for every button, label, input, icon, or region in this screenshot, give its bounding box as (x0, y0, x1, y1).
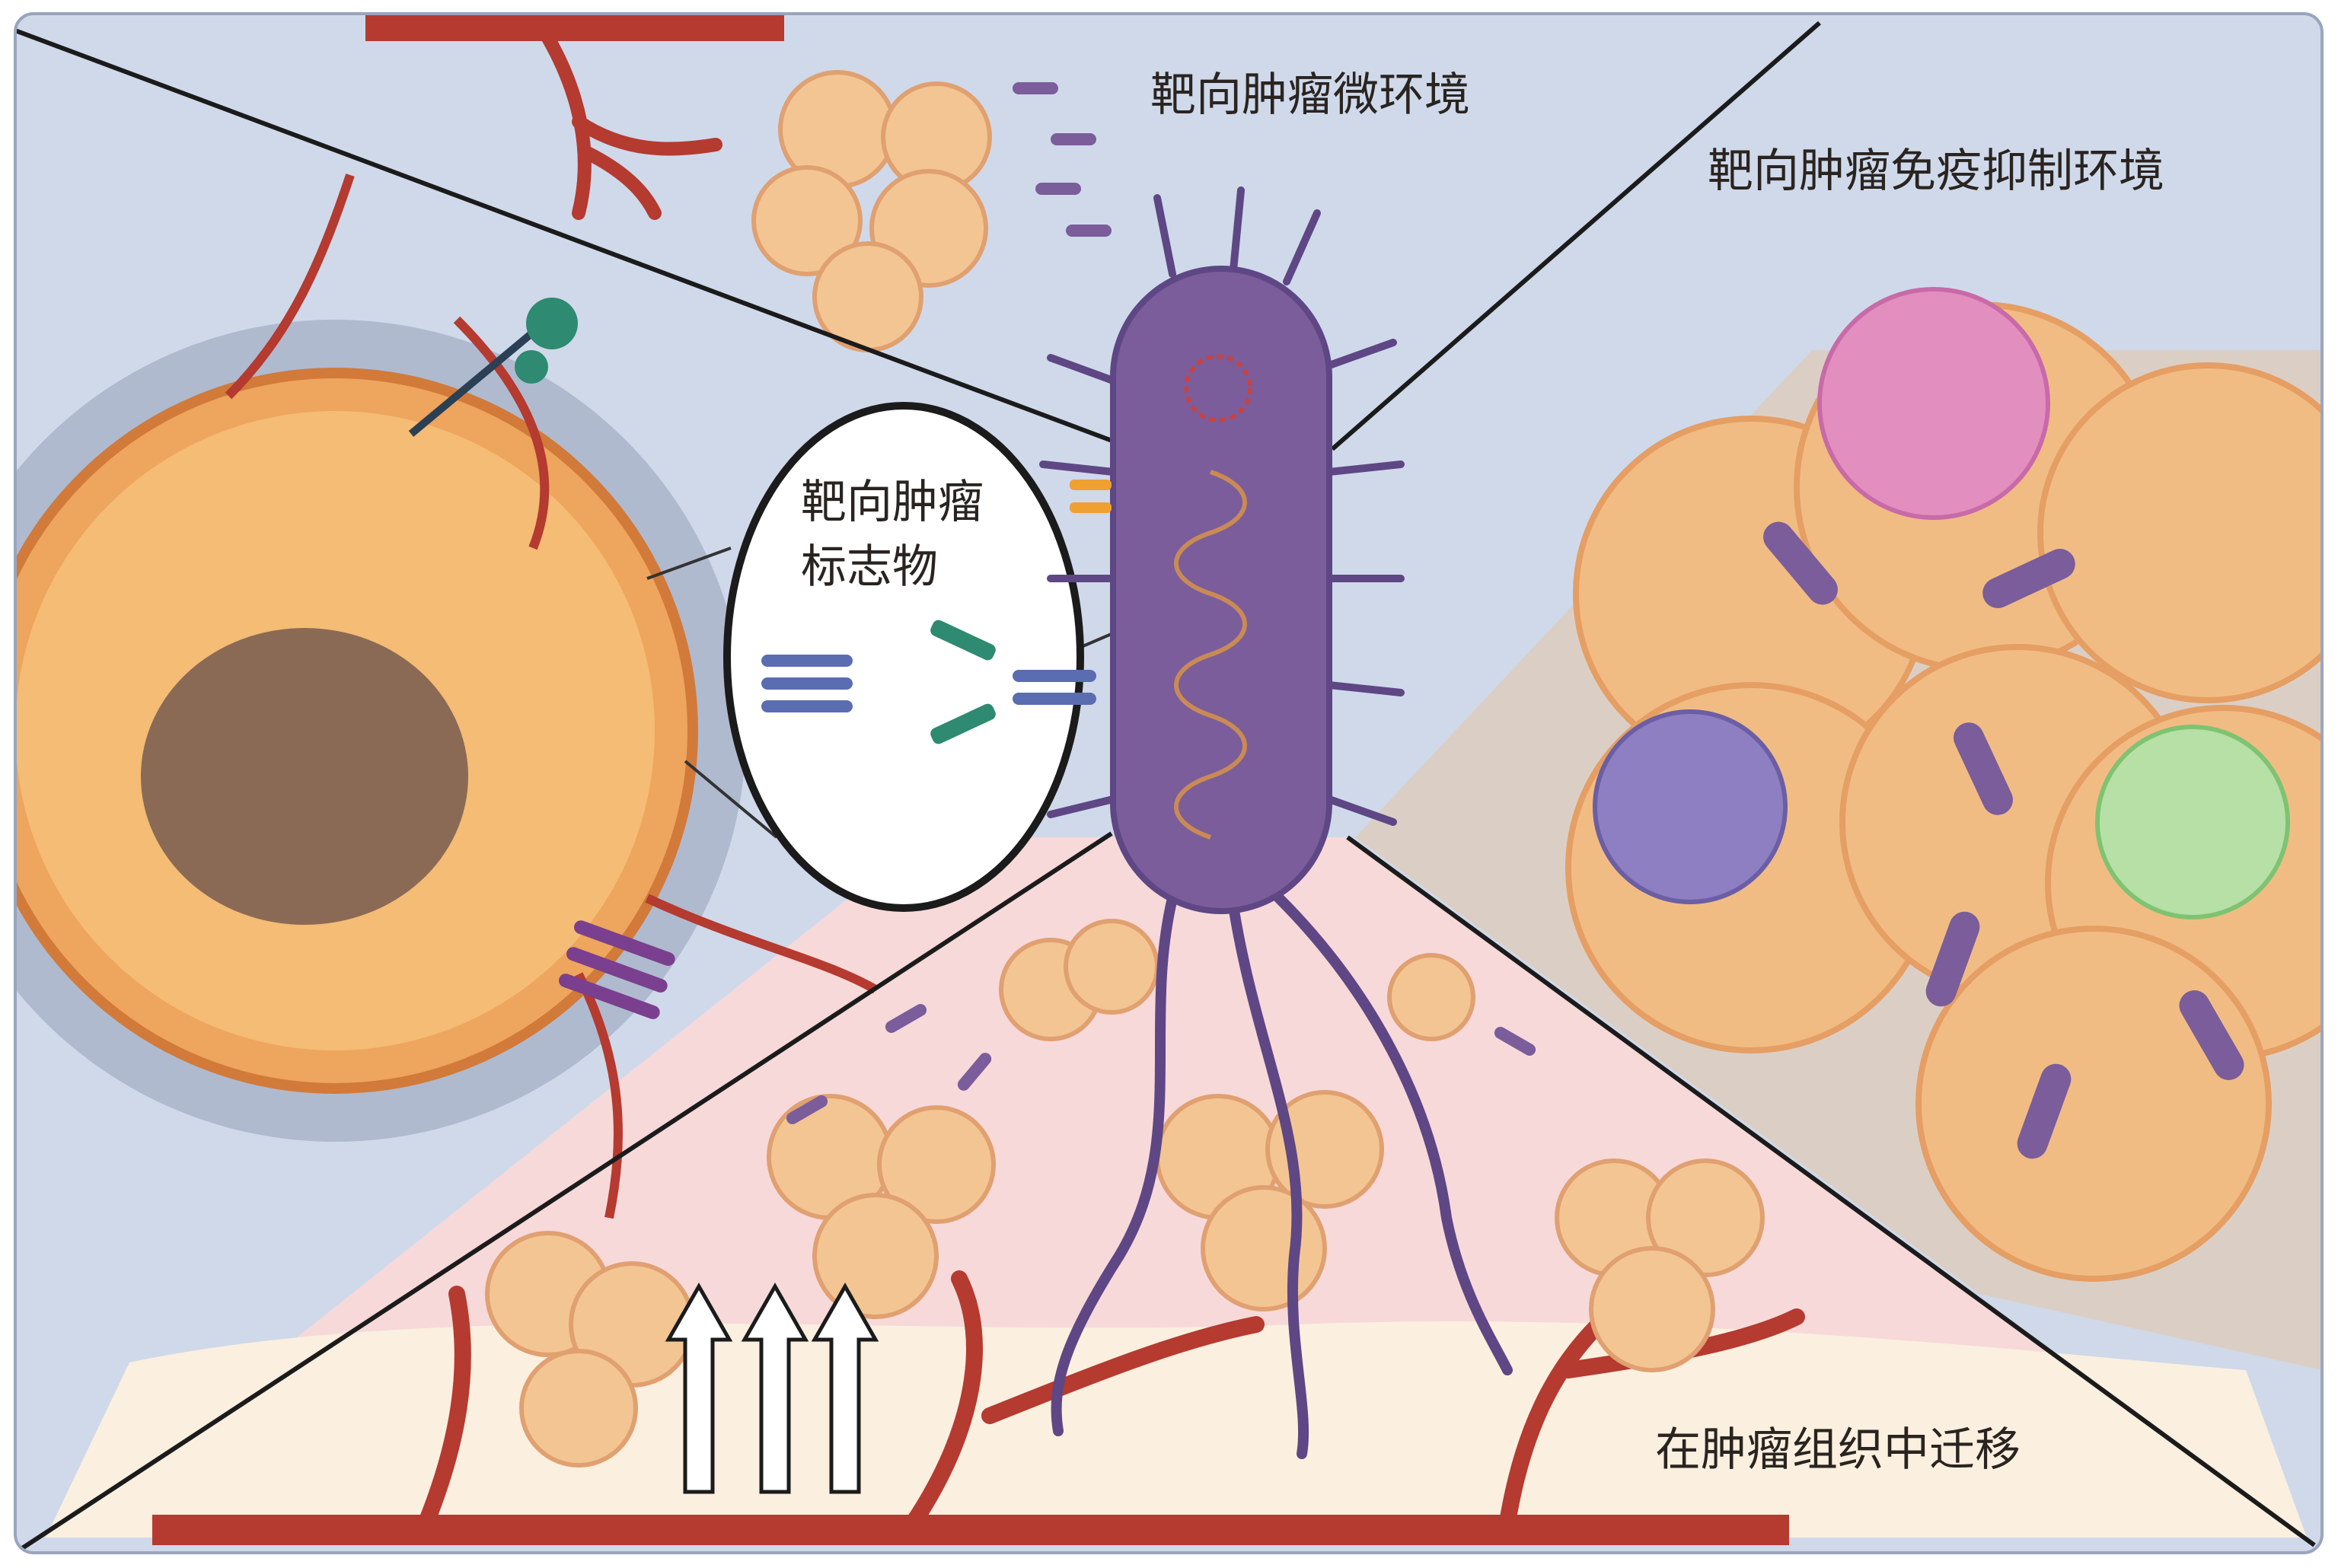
tumor-cell-clusters (485, 70, 1765, 1468)
dna-strand (1174, 470, 1247, 840)
tumor-cell-left (15, 174, 878, 1219)
immunosuppressive-environment (1355, 287, 2322, 1370)
label-migration-in-tumor-tissue: 在肿瘤组织中迁移 (1655, 1423, 2021, 1477)
label-tumor-microenvironment: 靶向肿瘤微环境 (1150, 69, 1470, 122)
blood-vessel-bottom (152, 1515, 1789, 1545)
receptor-antibody (761, 620, 1096, 744)
blood-vessel-top (365, 14, 784, 41)
bacterium (1039, 186, 1513, 1459)
small-bacteria (786, 82, 1536, 1124)
nucleus (141, 628, 468, 925)
frame-border (14, 12, 2324, 1554)
tumor-marker-callout (723, 402, 1084, 912)
panel-divider-lines (15, 21, 2316, 1553)
flagella (1051, 893, 1513, 1459)
pili (1039, 186, 1405, 826)
vessel-branches (418, 1270, 1805, 1531)
migration-arrows (665, 1282, 879, 1494)
label-immunosuppressive-environment: 靶向肿瘤免疫抑制环境 (1708, 145, 2164, 198)
regulatory-cell (2095, 725, 2290, 919)
suppressor-cell (1593, 709, 1788, 904)
plasmid-icon (1184, 354, 1252, 422)
label-tumor-marker-line2: 标志物 (801, 540, 938, 594)
label-tumor-marker-line1: 靶向肿瘤 (801, 476, 984, 529)
top-vessel-branches (541, 31, 722, 220)
macrophage-cell (1817, 287, 2050, 520)
